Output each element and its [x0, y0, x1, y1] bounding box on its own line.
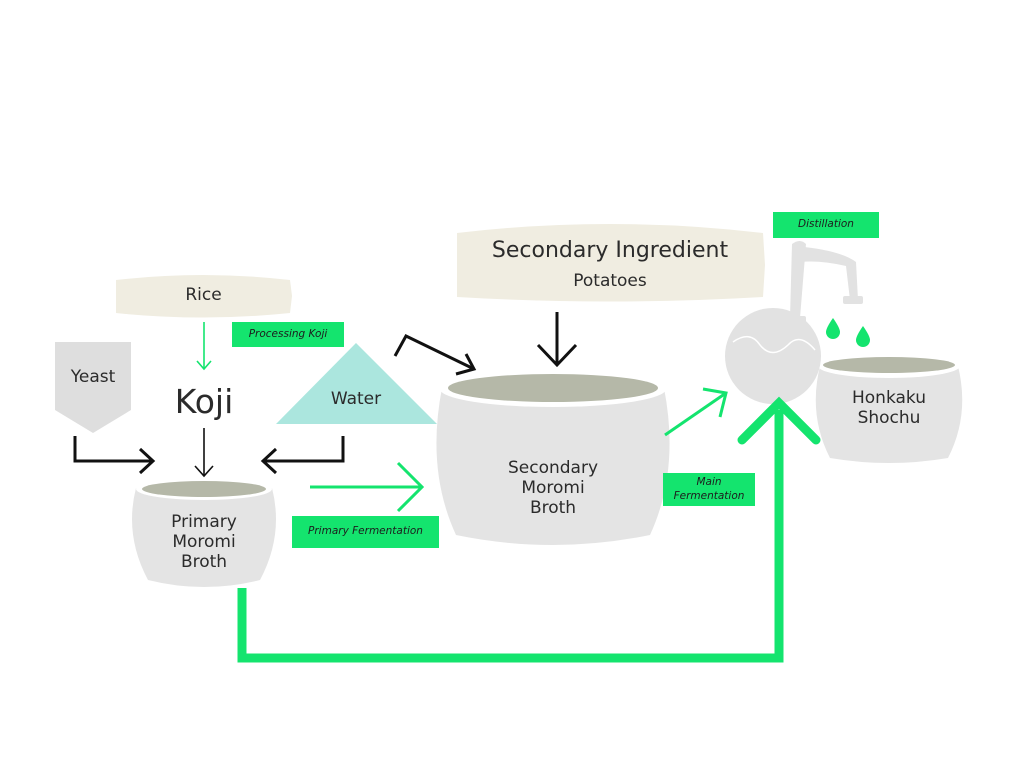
rice-label: Rice	[185, 285, 222, 305]
still-icon	[725, 241, 863, 404]
honkaku-pot	[815, 354, 963, 463]
water-to-secondary-arrow	[393, 334, 477, 376]
yeast-shape	[55, 342, 131, 433]
drop-icon	[856, 326, 870, 347]
primary-broth-line: Broth	[180, 552, 228, 572]
rice-to-koji-arrow	[196, 322, 212, 371]
secondary-ingredient-banner	[457, 224, 765, 302]
honkaku-line: Honkaku	[851, 388, 927, 408]
primary-fermentation-arrow	[310, 461, 425, 513]
primary-broth-label: Primary Moromi Broth	[134, 512, 274, 572]
potatoes-to-secondary-arrow	[536, 312, 578, 368]
secondary-broth-line: Broth	[529, 498, 577, 518]
secondary-broth-line: Secondary	[507, 458, 599, 478]
primary-fermentation-tag: Primary Fermentation	[292, 516, 439, 548]
secondary-ingredient-sub: Potatoes	[573, 271, 647, 291]
processing-koji-tag: Processing Koji	[232, 322, 344, 347]
water-to-primary-arrow	[260, 436, 345, 475]
secondary-broth-line: Moromi	[521, 478, 585, 498]
secondary-broth-label: Secondary Moromi Broth	[470, 458, 636, 518]
honkaku-label: Honkaku Shochu	[824, 388, 954, 428]
main-fermentation-tag: Main Fermentation	[663, 473, 755, 506]
rice-banner	[116, 275, 292, 318]
drop-icon	[826, 318, 840, 339]
water-label: Water	[330, 389, 382, 409]
primary-broth-line: Primary	[171, 512, 237, 532]
yeast-label: Yeast	[70, 367, 116, 387]
secondary-ingredient-title: Secondary Ingredient	[491, 238, 729, 263]
distillation-tag: Distillation	[773, 212, 879, 238]
main-fermentation-line: Main	[696, 476, 722, 489]
water-triangle	[276, 343, 437, 424]
secondary-broth-pot	[436, 371, 670, 545]
bypass-arrow	[237, 396, 821, 663]
main-fermentation-line: Fermentation	[673, 489, 745, 502]
primary-broth-line: Moromi	[172, 532, 236, 552]
honkaku-line: Shochu	[857, 408, 921, 428]
primary-broth-pot	[132, 478, 276, 587]
main-fermentation-arrow	[664, 387, 728, 437]
yeast-to-primary-arrow	[73, 436, 156, 475]
koji-to-primary-arrow	[194, 428, 214, 478]
koji-label: Koji	[174, 382, 234, 421]
